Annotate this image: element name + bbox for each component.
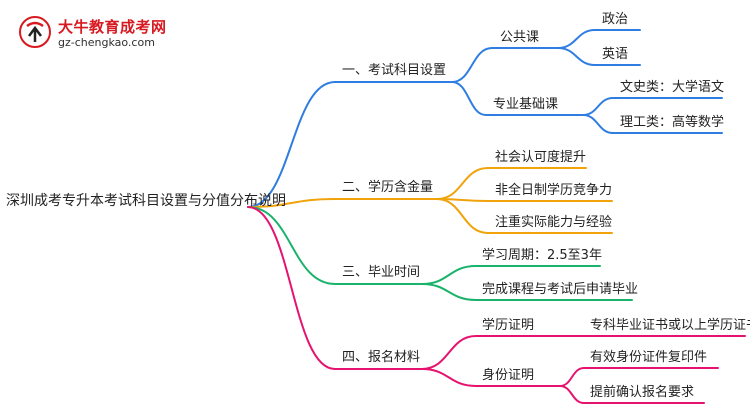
leaf-liberal-arts-chinese: 文史类：大学语文 bbox=[620, 80, 725, 95]
edge-root-materials bbox=[247, 206, 336, 370]
leaf-science-math: 理工类：高等数学 bbox=[620, 115, 725, 130]
edge-root-subjects bbox=[247, 81, 336, 208]
leaf-id-copy: 有效身份证件复印件 bbox=[590, 350, 708, 365]
edge-subjects-major bbox=[451, 81, 487, 116]
branch-exam-subjects: 一、考试科目设置 bbox=[342, 63, 447, 78]
leaf-confirm-requirements: 提前确认报名要求 bbox=[590, 385, 695, 400]
leaf-english: 英语 bbox=[602, 47, 629, 62]
edge-degree-recognition bbox=[436, 167, 489, 200]
node-study-period: 学习周期：2.5至3年 bbox=[482, 248, 602, 263]
edge-major-math bbox=[582, 114, 614, 134]
logo-title: 大牛教育成考网 bbox=[58, 18, 167, 36]
edge-identity-copy bbox=[559, 367, 585, 387]
edge-materials-identity bbox=[421, 368, 477, 387]
branch-degree-value: 二、学历含金量 bbox=[342, 180, 434, 195]
branch-application-materials: 四、报名材料 bbox=[342, 350, 421, 365]
edge-identity-confirm bbox=[559, 385, 585, 404]
leaf-diploma-certificate: 专科毕业证书或以上学历证书 bbox=[590, 318, 750, 333]
edge-root-graduation bbox=[247, 206, 336, 285]
node-identity-proof: 身份证明 bbox=[482, 368, 535, 383]
bull-logo-icon bbox=[19, 16, 51, 48]
edge-public-english bbox=[557, 47, 596, 66]
edge-materials-education bbox=[421, 335, 477, 370]
node-social-recognition: 社会认可度提升 bbox=[495, 150, 587, 165]
edge-graduation-period bbox=[421, 265, 477, 285]
logo-url: gz-chengkao.com bbox=[58, 36, 155, 49]
edge-graduation-apply bbox=[421, 283, 477, 301]
root-topic: 深圳成考专升本考试科目设置与分值分布说明 bbox=[6, 193, 286, 209]
node-public-courses: 公共课 bbox=[500, 30, 540, 45]
site-logo[interactable]: 大牛教育成考网 gz-chengkao.com bbox=[18, 14, 178, 54]
branch-graduation-time: 三、毕业时间 bbox=[342, 265, 421, 280]
node-graduation-application: 完成课程与考试后申请毕业 bbox=[482, 282, 639, 297]
edge-subjects-public bbox=[451, 47, 493, 83]
node-practical-ability: 注重实际能力与经验 bbox=[495, 215, 613, 230]
edge-degree-practical bbox=[436, 198, 489, 234]
edge-public-politics bbox=[557, 29, 596, 49]
node-education-proof: 学历证明 bbox=[482, 318, 535, 333]
node-major-foundation-courses: 专业基础课 bbox=[493, 97, 559, 112]
edge-major-chinese bbox=[582, 97, 614, 116]
node-part-time-competitiveness: 非全日制学历竞争力 bbox=[495, 183, 613, 198]
edge-root-degree bbox=[247, 198, 336, 208]
leaf-politics: 政治 bbox=[602, 12, 629, 27]
